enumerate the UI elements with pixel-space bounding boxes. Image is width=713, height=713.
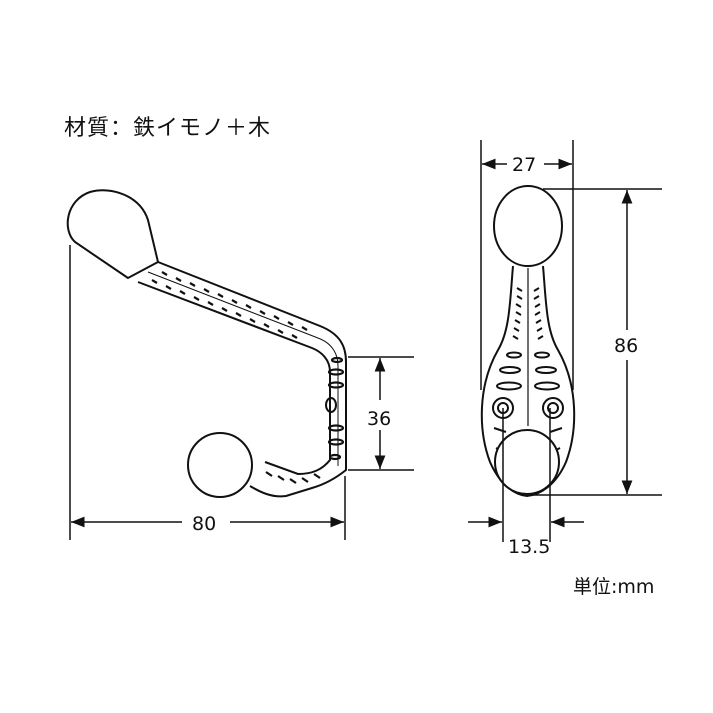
dimension-width-27: 27 (512, 154, 536, 176)
top-knob (493, 185, 563, 267)
front-texture (493, 287, 563, 452)
material-label: 材質：鉄イモノ＋木 (64, 116, 272, 141)
front-view (468, 140, 662, 542)
screw-hole (325, 397, 337, 413)
hook-arm-outer (157, 261, 347, 498)
hook-arm-inner (137, 281, 331, 476)
dimension-height-36: 36 (367, 408, 391, 430)
unit-label: 単位:mm (573, 576, 655, 598)
screw-hole-right (542, 397, 564, 419)
bottom-knob (494, 429, 560, 495)
arm-texture (151, 271, 345, 484)
dimension-hole-pitch-13-5: 13.5 (508, 536, 550, 558)
dimension-width-80: 80 (192, 513, 216, 535)
front-body (480, 265, 576, 498)
dimension-height-86: 86 (614, 335, 638, 357)
side-view (66, 189, 414, 540)
upper-knob (66, 189, 160, 280)
lower-knob (187, 432, 253, 498)
